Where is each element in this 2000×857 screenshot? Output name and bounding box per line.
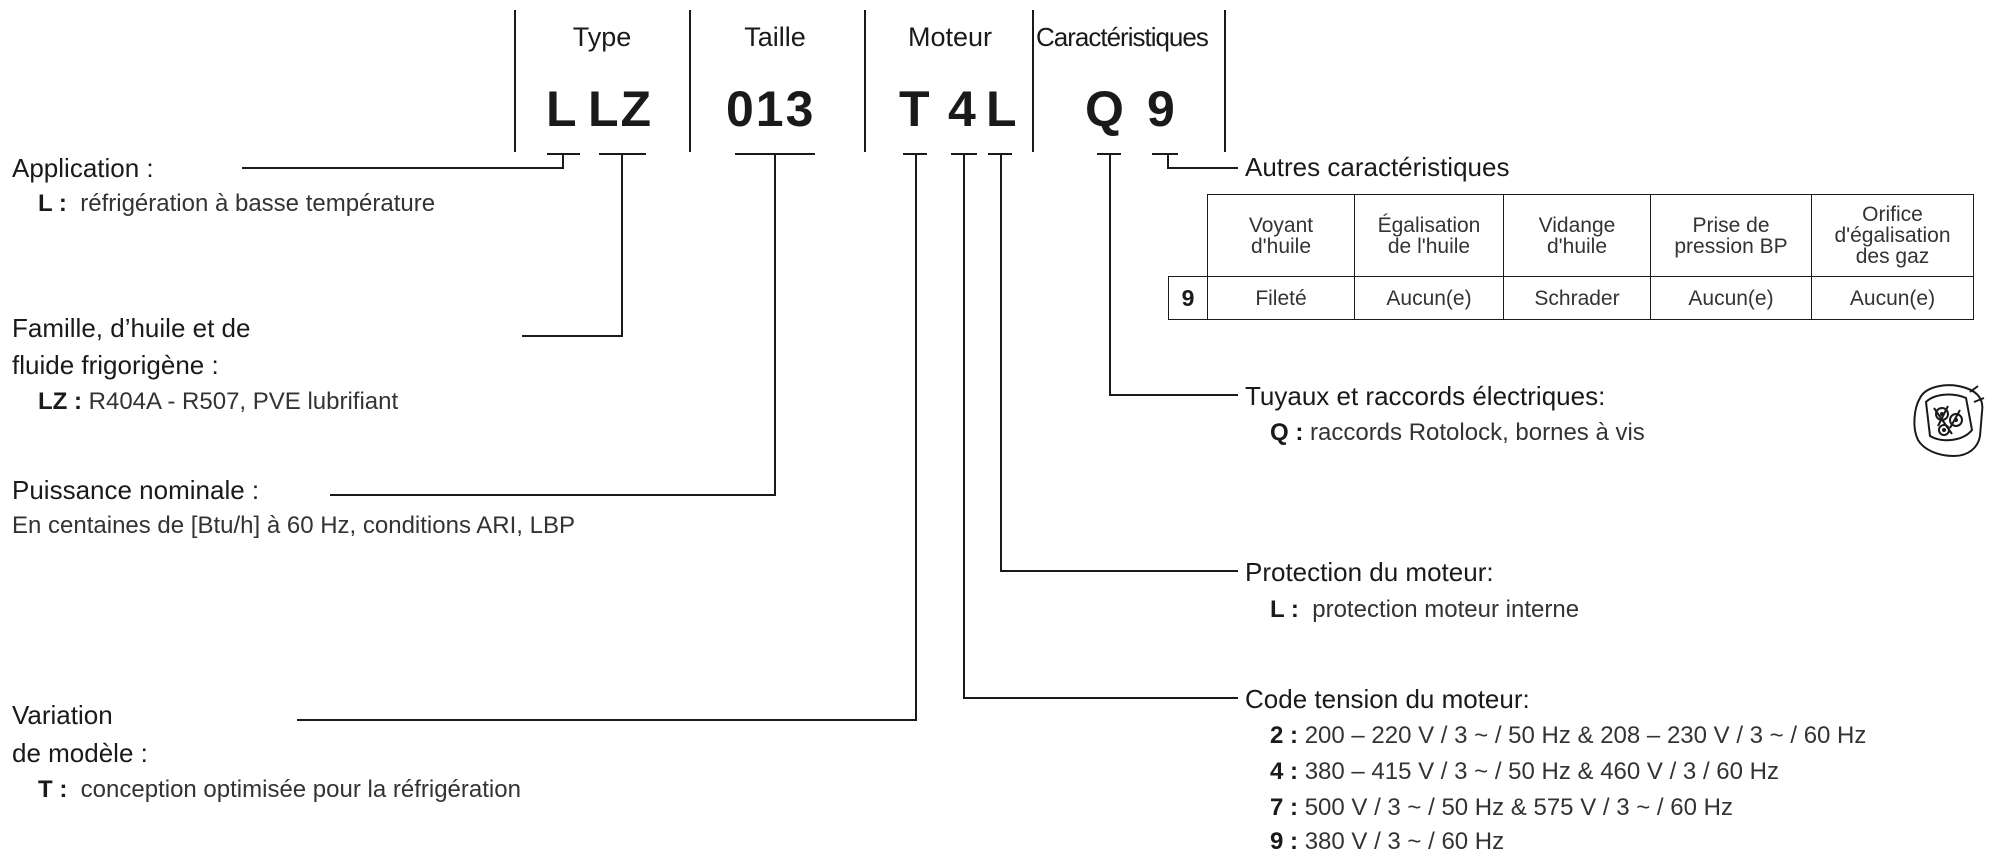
header-moteur: Moteur	[907, 22, 993, 52]
feature-value: Aucun(e)	[1354, 276, 1504, 320]
code-size: 013	[726, 81, 816, 137]
protection-title: Protection du moteur:	[1245, 557, 1494, 587]
application-desc: L : réfrigération à basse température	[38, 190, 436, 217]
protection-desc: L : protection moteur interne	[1270, 596, 1580, 623]
features-value-row: 9 Fileté Aucun(e) Schrader Aucun(e) Aucu…	[1168, 276, 1974, 320]
code-protection: L	[986, 81, 1019, 137]
tension-item: 9 : 380 V / 3 ~ / 60 Hz	[1270, 828, 1505, 855]
variation-title-line1: Variation	[12, 700, 113, 730]
feature-header: Orifice d'égalisation des gaz	[1811, 194, 1974, 277]
puissance-title: Puissance nominale :	[12, 475, 260, 505]
terminal-box-icon	[1913, 384, 1985, 458]
code-l: L	[546, 81, 579, 137]
feature-code: 9	[1168, 276, 1208, 320]
tension-item: 4 : 380 – 415 V / 3 ~ / 50 Hz & 460 V / …	[1270, 758, 1779, 785]
feature-header: Prise de pression BP	[1650, 194, 1812, 277]
tension-item: 7 : 500 V / 3 ~ / 50 Hz & 575 V / 3 ~ / …	[1270, 794, 1733, 821]
tuyaux-desc: Q : raccords Rotolock, bornes à vis	[1270, 419, 1645, 446]
application-title: Application :	[12, 153, 154, 183]
code-t: T	[899, 81, 932, 137]
features-table: Voyant d'huile Égalisation de l'huile Vi…	[1168, 194, 1974, 320]
features-header-row: Voyant d'huile Égalisation de l'huile Vi…	[1169, 194, 1974, 277]
autres-title: Autres caractéristiques	[1245, 152, 1510, 182]
tension-item: 2 : 200 – 220 V / 3 ~ / 50 Hz & 208 – 23…	[1270, 722, 1867, 749]
code-q: Q	[1085, 81, 1126, 137]
feature-header: Voyant d'huile	[1207, 194, 1355, 277]
features-corner	[1169, 195, 1208, 277]
feature-value: Schrader	[1503, 276, 1651, 320]
header-taille: Taille	[744, 22, 806, 52]
code-voltage: 4	[948, 81, 978, 137]
feature-value: Fileté	[1207, 276, 1355, 320]
feature-header: Égalisation de l'huile	[1354, 194, 1504, 277]
header-type: Type	[572, 22, 632, 52]
feature-value: Aucun(e)	[1650, 276, 1812, 320]
feature-header: Vidange d'huile	[1503, 194, 1651, 277]
variation-title-line2: de modèle :	[12, 738, 148, 768]
header-caracteristiques: Caractéristiques	[1036, 22, 1209, 52]
famille-title-line2: fluide frigorigène :	[12, 350, 219, 380]
feature-value: Aucun(e)	[1811, 276, 1974, 320]
tuyaux-title: Tuyaux et raccords électriques:	[1245, 381, 1606, 411]
code-nine: 9	[1147, 81, 1177, 137]
puissance-desc: En centaines de [Btu/h] à 60 Hz, conditi…	[12, 512, 576, 539]
famille-desc: LZ : R404A - R507, PVE lubrifiant	[38, 388, 399, 415]
code-lz: LZ	[588, 81, 654, 137]
famille-title-line1: Famille, d’huile et de	[12, 313, 251, 343]
variation-desc: T : conception optimisée pour la réfrigé…	[38, 776, 521, 803]
tension-title: Code tension du moteur:	[1245, 684, 1530, 714]
